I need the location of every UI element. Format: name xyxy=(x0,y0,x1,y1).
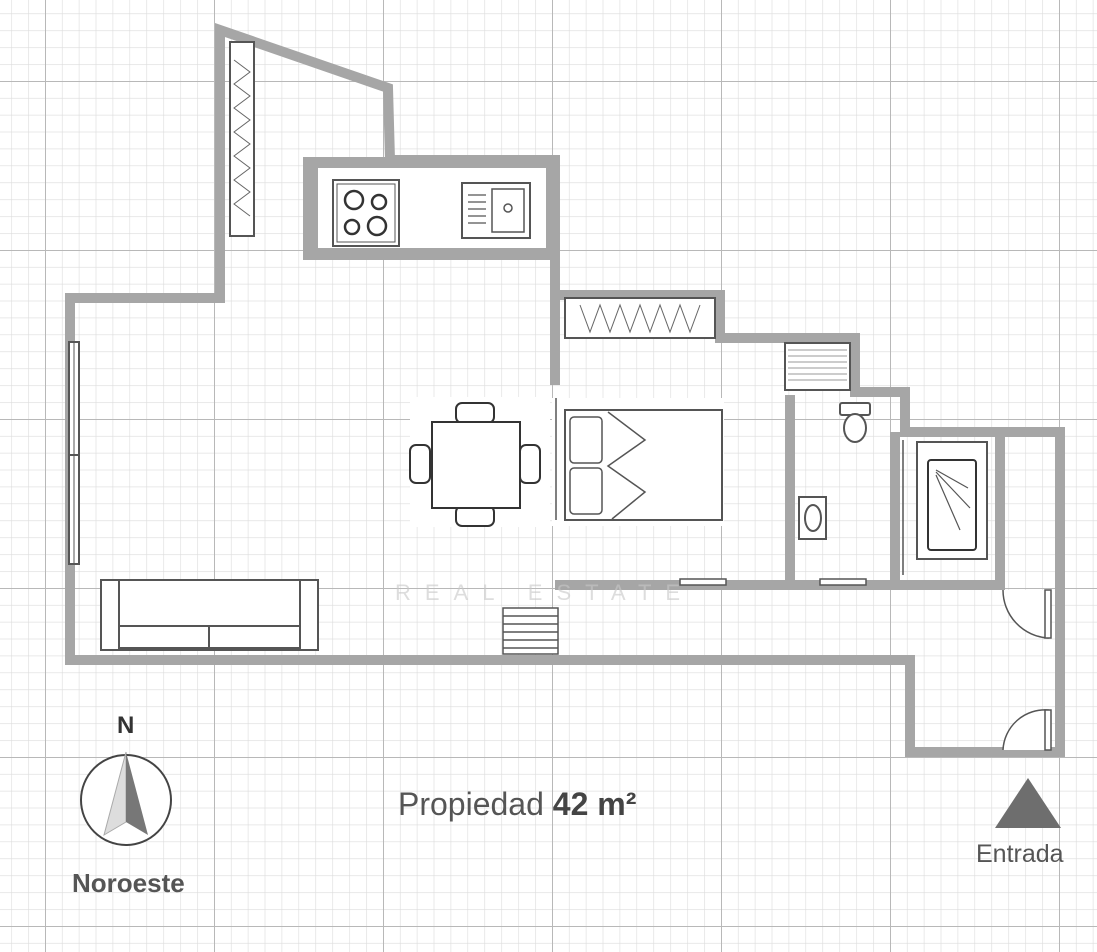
compass-icon xyxy=(80,751,172,846)
sliding-doors xyxy=(679,578,867,586)
stairs xyxy=(502,607,559,655)
compass-direction-label: Noroeste xyxy=(72,868,185,898)
sofa xyxy=(100,579,319,651)
watermark: REAL ESTATE xyxy=(395,580,695,605)
area-label: Propiedad 42 m² xyxy=(398,786,636,823)
toilet-icon xyxy=(839,402,871,443)
compass-letter: N xyxy=(117,712,135,739)
stove-icon xyxy=(332,179,400,247)
walls xyxy=(65,22,1065,757)
bed xyxy=(552,398,724,526)
entrance-doors xyxy=(1002,589,1052,751)
closet-bathroom xyxy=(784,342,851,391)
area-value: 42 m² xyxy=(552,786,637,822)
shower-icon xyxy=(902,440,988,575)
entrance-triangle-icon xyxy=(995,778,1061,828)
closet-top-left xyxy=(229,41,255,237)
entrance-label: Entrada xyxy=(976,840,1064,868)
washbasin-icon xyxy=(798,496,827,540)
area-prefix: Propiedad xyxy=(398,786,544,822)
wall-outline-main xyxy=(65,22,1065,757)
dining-table xyxy=(409,397,550,527)
window-living xyxy=(68,341,80,565)
sink-icon xyxy=(461,182,531,239)
closet-bedroom xyxy=(564,297,716,339)
